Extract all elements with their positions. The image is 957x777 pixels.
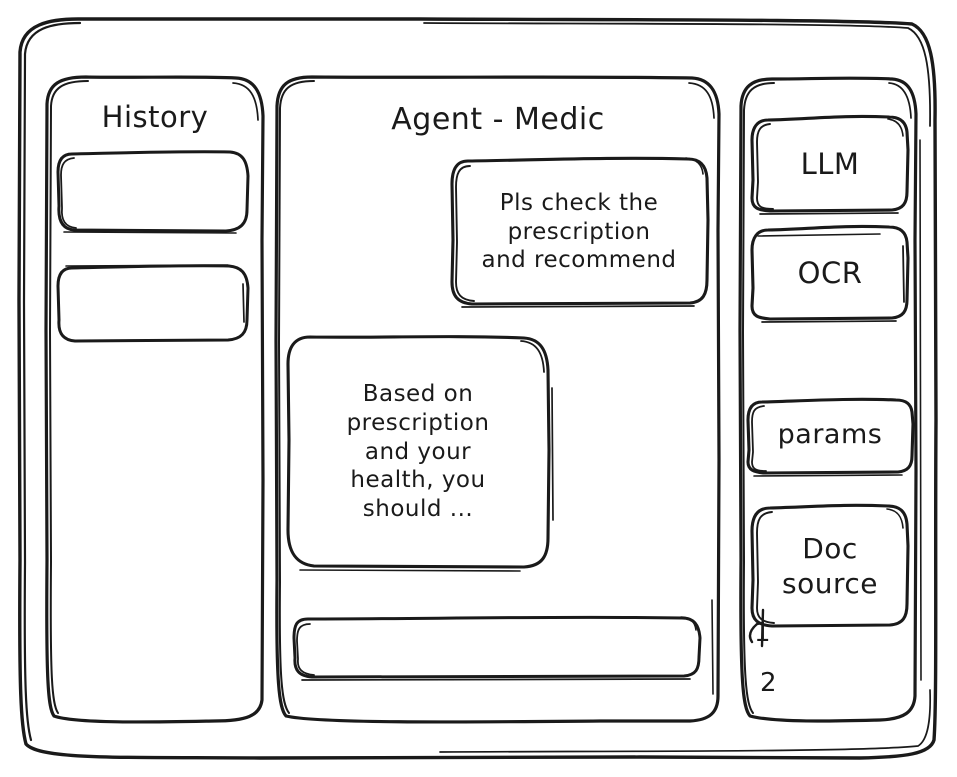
tool-doc-source[interactable]: Doc source xyxy=(782,532,878,600)
tool-params[interactable]: params xyxy=(777,419,883,451)
history-item-1[interactable] xyxy=(58,152,248,230)
tool-llm[interactable]: LLM xyxy=(800,146,860,181)
history-item-2[interactable] xyxy=(58,266,248,340)
user-message-bubble: Pls check the prescription and recommend xyxy=(481,189,677,274)
doc-source-list-item-1[interactable]: 1 xyxy=(754,618,771,648)
history-panel-title: History xyxy=(101,99,209,134)
doc-source-list-item-2[interactable]: 2 xyxy=(760,668,777,698)
assistant-message-bubble: Based on prescription and your health, y… xyxy=(346,381,490,523)
page-title: Agent - Medic xyxy=(391,102,605,138)
composer-input[interactable] xyxy=(294,618,698,676)
tool-ocr[interactable]: OCR xyxy=(797,255,863,290)
